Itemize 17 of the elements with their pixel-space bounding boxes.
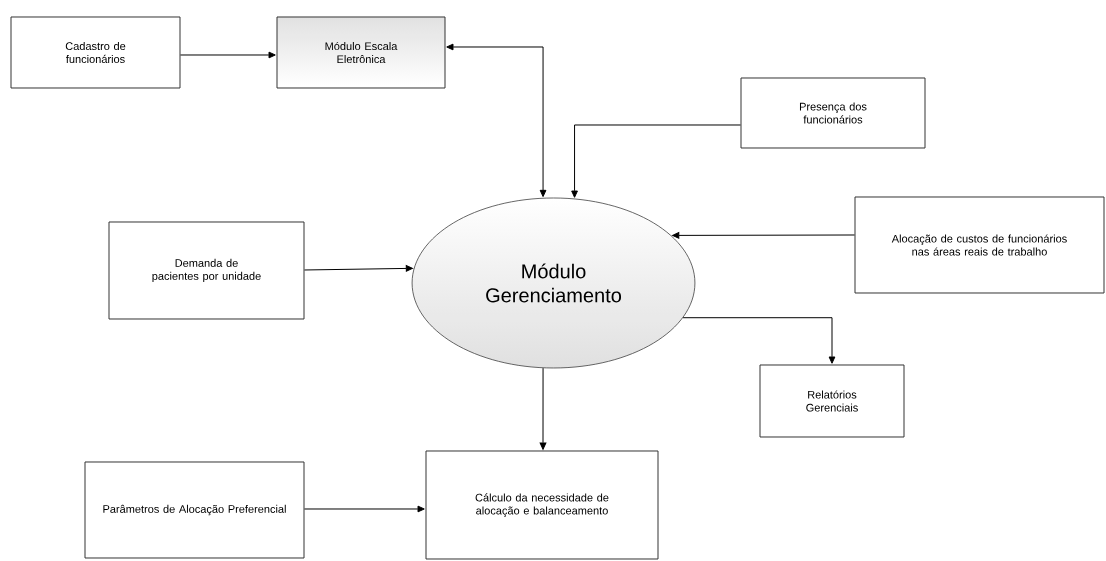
module-box: Módulo Escala Eletrônica <box>276 16 446 89</box>
ellipse-node: Módulo Gerenciamento <box>411 197 696 369</box>
arrow <box>682 317 836 364</box>
process-box: Cadastro de funcionários <box>10 16 181 89</box>
process-box: Demanda de pacientes por unidade <box>108 221 305 320</box>
process-box: Cálculo da necessidade de alocação e balanceamento <box>425 450 659 560</box>
arrow <box>672 232 855 239</box>
process-box: Presença dos funcionários <box>740 77 926 149</box>
process-box: Relatórios Gerenciais <box>759 364 905 438</box>
process-box: Alocação de custos de funcionários nas áreas reais de trabalho <box>854 196 1105 294</box>
arrow <box>446 43 547 198</box>
process-box: Parâmetros de Alocação Preferencial <box>84 461 305 559</box>
arrow <box>180 51 276 59</box>
arrow <box>571 124 741 198</box>
arrow <box>539 367 547 450</box>
arrow <box>304 505 425 513</box>
arrow <box>304 265 414 272</box>
